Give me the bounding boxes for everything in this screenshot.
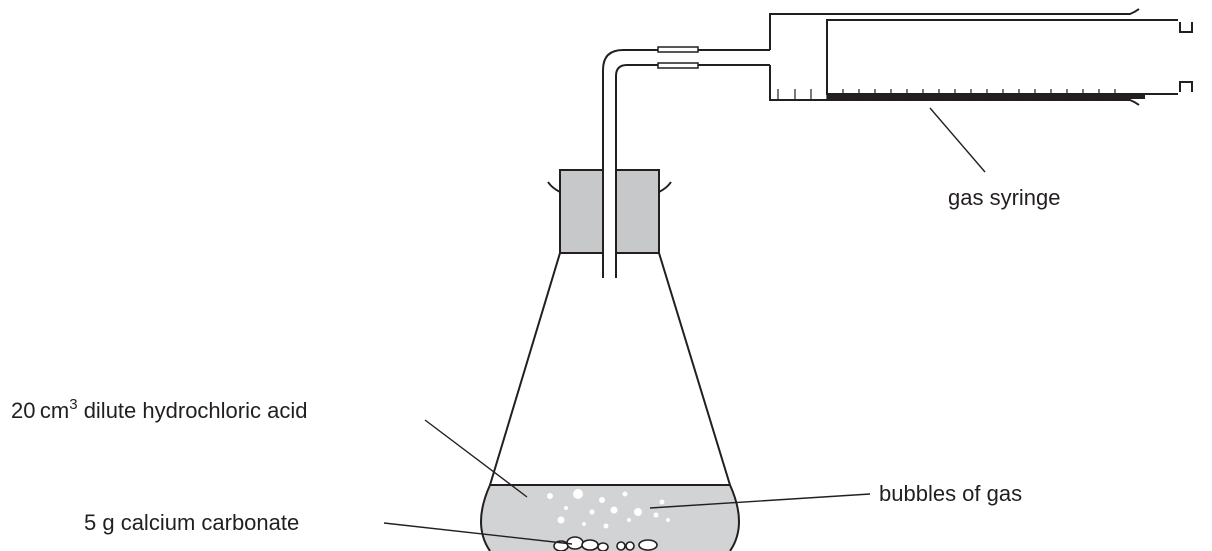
gas-bubbles [547, 489, 670, 529]
leader-acid [424, 419, 528, 498]
rubber-stopper [559, 168, 660, 254]
delivery-tube [602, 46, 770, 278]
flask-outline [480, 252, 740, 551]
acid-name: dilute hydrochloric acid [83, 398, 308, 423]
gas-syringe-label: gas syringe [948, 185, 1061, 210]
bubbles-label: bubbles of gas [879, 481, 1023, 506]
flask-lip-right [658, 181, 672, 193]
gas-syringe [769, 8, 1212, 106]
syringe-scale-ticks [777, 89, 1116, 100]
calcium-carbonate-label: 5 g calcium carbonate [84, 510, 300, 535]
leader-carbonate [383, 522, 573, 545]
acid-amount: 20 [11, 398, 36, 423]
flask-lip-left [547, 181, 561, 193]
acid-label: 20 cm3 dilute hydrochloric acid [11, 397, 308, 423]
leader-lines [383, 107, 986, 545]
leader-gas-syringe [929, 107, 986, 173]
acid-liquid [481, 485, 739, 551]
acid-unit: cm [39, 398, 70, 423]
acid-unit-power: 3 [69, 396, 78, 413]
leader-bubbles [649, 493, 871, 509]
